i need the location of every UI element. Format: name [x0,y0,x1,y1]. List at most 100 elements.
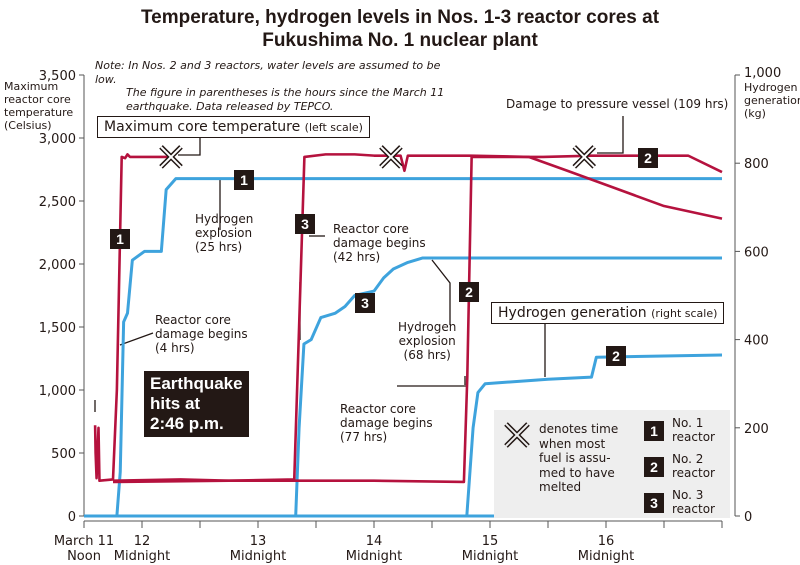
melt-mark-icon [573,146,595,168]
badge: 2 [644,457,664,477]
x-tick-label: 15 [482,534,499,549]
left-tick-label: 3,000 [39,132,76,147]
badge: 3 [644,493,664,513]
t: Reactor core [333,222,409,236]
t: No. 2 [672,452,704,466]
t: reactor [672,502,715,516]
label-scale: (right scale) [651,307,718,320]
label-text: Hydrogen generation [498,305,647,321]
axis-label-line: reactor core [4,93,71,106]
left-tick-label: 2,500 [39,195,76,210]
t: (77 hrs) [340,430,388,444]
t: (42 hrs) [333,250,381,264]
melt-mark-icon [380,146,402,168]
temperature-line-no-1-reactor [93,153,171,483]
t: damage begins [333,236,426,250]
x-tick-label: 14 [366,534,383,549]
t: damage begins [155,327,248,341]
badge-reactor-2-vessel: 2 [638,148,658,168]
chart-title: Temperature, hydrogen levels in Nos. 1-3… [0,6,800,52]
left-axis-label: Maximum reactor core temperature (Celsiu… [4,80,73,132]
x-tick-label: Noon [67,549,101,564]
melt-mark-icon [160,146,182,168]
annotation-damage-vessel: Damage to pressure vessel (109 hrs) [506,97,729,111]
axis-label-line: (kg) [744,107,766,120]
chart-note: Note: In Nos. 2 and 3 reactors, water le… [95,59,455,113]
axis-label-line: temperature [4,106,74,119]
x-tick-label: Midnight [578,549,635,564]
leader-line [178,136,201,156]
t: No. 1 [672,416,704,430]
temperature-series-label: Maximum core temperature (left scale) [97,116,370,138]
badge-reactor-1-temp: 1 [110,229,130,249]
hydrogen-line-no-3-reactor [294,256,722,517]
t: when most [539,436,606,451]
t: reactor [672,430,715,444]
x-tick-label: 13 [250,534,267,549]
note-line: The figure in parentheses is the hours s… [126,86,445,99]
t: hits at [150,394,201,413]
t: Hydrogen [398,320,457,334]
right-axis-label: 1,000 Hydrogen generation (kg) [744,66,800,120]
badge-reactor-1-h2: 1 [234,170,254,190]
label-scale: (left scale) [304,121,363,134]
badge-reactor-2-temp: 2 [459,282,479,302]
right-tick-label: 1,000 [744,66,782,81]
axis-label-line: Maximum [4,80,59,93]
t: (4 hrs) [155,341,195,355]
badge-reactor-2-h2: 2 [606,346,626,366]
t: Reactor core [155,313,231,327]
x-tick-label: 12 [134,534,151,549]
right-tick-label: 800 [744,157,769,172]
right-tick-label: 200 [744,422,769,437]
t: Hydrogen [195,212,254,226]
t: damage begins [340,416,433,430]
badge-reactor-3-h2: 3 [355,293,375,313]
t: reactor [672,466,715,480]
t: Earthquake [150,374,243,393]
t: Reactor core [340,402,416,416]
left-tick-label: 3,500 [39,69,76,84]
hydrogen-line-no-1-reactor [115,177,722,517]
melt-mark-icon [504,422,530,448]
hydrogen-series-label: Hydrogen generation (right scale) [491,302,725,324]
t: (25 hrs) [195,240,243,254]
right-tick-label: 600 [744,245,769,260]
leader-line [431,259,451,325]
left-tick-label: 500 [51,447,76,462]
t: No. 3 [672,488,704,502]
x-tick-label: Midnight [346,549,403,564]
axis-label-line: (Celsius) [4,119,52,132]
x-tick-label: Midnight [114,549,171,564]
note-line: Note: In Nos. 2 and 3 reactors, water le… [95,59,441,86]
t: fuel is assu- [539,451,611,465]
label-text: Maximum core temperature [104,119,301,135]
note-line: earthquake. Data released by TEPCO. [126,99,334,113]
left-tick-label: 2,000 [39,258,76,273]
leader-line [119,332,154,346]
x-tick-label: Midnight [462,549,519,564]
axis-label-line: Hydrogen [744,81,798,94]
x-tick-label: 16 [598,534,615,549]
left-tick-label: 1,500 [39,321,76,336]
t: denotes time [539,422,619,436]
right-tick-label: 400 [744,334,769,349]
t: explosion [398,334,456,348]
leader-line [597,116,624,154]
t: 2:46 p.m. [150,414,224,433]
left-tick-label: 1,000 [39,384,76,399]
title-text: Temperature, hydrogen levels in Nos. 1-3… [140,7,660,51]
t: melted [539,480,582,494]
